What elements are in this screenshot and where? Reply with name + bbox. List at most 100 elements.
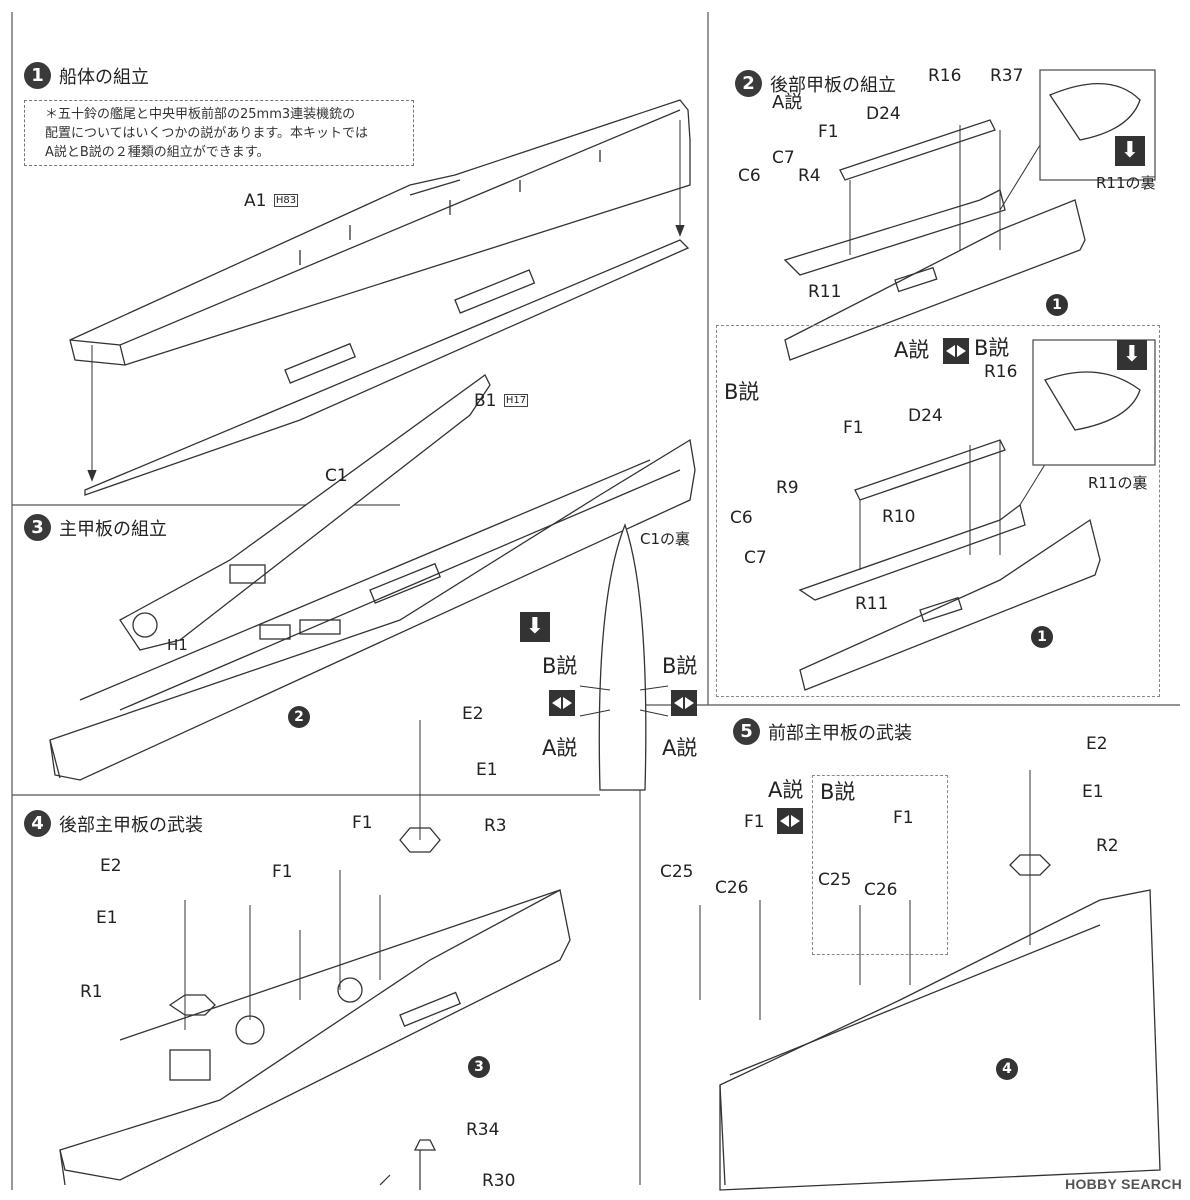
part-r9: R9 bbox=[776, 478, 799, 498]
part-a1-sub: H83 bbox=[273, 194, 299, 207]
note-line-3: A説とB説の２種類の組立ができます。 bbox=[45, 145, 270, 160]
part-f1-a: F1 bbox=[818, 122, 839, 142]
step2-header: 2 後部甲板の組立 bbox=[735, 70, 896, 97]
part-c7-a: C7 bbox=[772, 148, 795, 168]
hull-step2b bbox=[799, 518, 1101, 691]
part-d24-a: D24 bbox=[866, 104, 901, 124]
label-a1: A1 H83 bbox=[244, 191, 299, 211]
step5-header: 5 前部主甲板の武装 bbox=[733, 718, 912, 745]
step5-number: 5 bbox=[733, 718, 760, 745]
part-a1-sub-number: 83 bbox=[283, 195, 297, 206]
switch-b-label: B説 bbox=[974, 336, 1010, 360]
part-c1: C1 bbox=[325, 466, 348, 486]
switch-a-label: A説 bbox=[894, 338, 930, 362]
part-r10: R10 bbox=[882, 507, 916, 527]
variant-b-left: B説 bbox=[542, 654, 578, 678]
part-r16-a: R16 bbox=[928, 66, 962, 86]
part-a1-sub-letter: H bbox=[275, 195, 284, 206]
step3-ref-circle: 2 bbox=[288, 706, 310, 728]
step5-variant-a: A説 bbox=[768, 778, 804, 802]
ab-switch-icon bbox=[943, 338, 969, 364]
deck-step5 bbox=[719, 889, 1161, 1191]
watermark: HOBBY SEARCH bbox=[1065, 1176, 1182, 1192]
part-c7-b: C7 bbox=[744, 548, 767, 568]
step4-header: 4 後部主甲板の武装 bbox=[24, 810, 203, 837]
part-b1-sub: H17 bbox=[503, 394, 529, 407]
glue-icon-step2a: ⬇ bbox=[1115, 136, 1145, 166]
variant-b-box-step5 bbox=[812, 775, 948, 955]
part-r11-b: R11 bbox=[855, 594, 889, 614]
part-b1-sub-number: 17 bbox=[513, 395, 527, 406]
ring-r1 bbox=[168, 994, 216, 1016]
hull-a1 bbox=[69, 99, 691, 366]
part-r3: R3 bbox=[484, 816, 507, 836]
variant-a-left: A説 bbox=[542, 736, 578, 760]
part-h1: H1 bbox=[167, 636, 188, 654]
part-c25-step5-b: C25 bbox=[818, 870, 852, 890]
part-e1-step5: E1 bbox=[1082, 782, 1104, 802]
c1-underside bbox=[598, 523, 647, 791]
ab-switch-icon-step5 bbox=[777, 808, 803, 834]
part-r1: R1 bbox=[80, 982, 103, 1002]
switch-icon-right bbox=[671, 690, 697, 716]
glue-icon: ⬇ bbox=[520, 612, 550, 642]
note-line-1: ＊五十鈴の艦尾と中央甲板前部の25mm3連装機銃の bbox=[45, 107, 356, 122]
part-f1-b: F1 bbox=[843, 418, 864, 438]
part-e2-top: E2 bbox=[462, 704, 484, 724]
part-r4: R4 bbox=[798, 166, 821, 186]
variant-note: ＊五十鈴の艦尾と中央甲板前部の25mm3連装機銃の 配置についてはいくつかの説が… bbox=[24, 100, 414, 166]
step4-title: 後部主甲板の武装 bbox=[59, 814, 203, 836]
part-r11-a: R11 bbox=[808, 282, 842, 302]
part-r37: R37 bbox=[990, 66, 1024, 86]
hull-step3 bbox=[49, 438, 696, 781]
glue-icon-step2b: ⬇ bbox=[1117, 340, 1147, 370]
step3-header: 3 主甲板の組立 bbox=[24, 514, 167, 541]
note-line-2: 配置についてはいくつかの説があります。本キットでは bbox=[45, 126, 369, 141]
switch-icon-left bbox=[549, 690, 575, 716]
part-d24-b: D24 bbox=[908, 406, 943, 426]
r11-back-label-b: R11の裏 bbox=[1088, 474, 1148, 492]
variant-a-right: A説 bbox=[662, 736, 698, 760]
part-e2-step4: E2 bbox=[100, 856, 122, 876]
part-a1: A1 bbox=[244, 191, 267, 211]
part-c25-step5-a: C25 bbox=[660, 862, 694, 882]
variant-b-box-step2 bbox=[716, 325, 1160, 697]
part-c6-b: C6 bbox=[730, 508, 753, 528]
part-c26-step5-a: C26 bbox=[715, 878, 749, 898]
step1-number: 1 bbox=[24, 62, 51, 89]
step2-title: 後部甲板の組立 bbox=[770, 74, 896, 96]
part-f1-step5-b: F1 bbox=[893, 808, 914, 828]
step2b-variant: B説 bbox=[724, 380, 760, 404]
step2a-ref-circle: 1 bbox=[1046, 294, 1068, 316]
part-r2: R2 bbox=[1096, 836, 1119, 856]
part-r16-b: R16 bbox=[984, 362, 1018, 382]
part-e1-step4: E1 bbox=[96, 908, 118, 928]
step5-ref-circle: 4 bbox=[996, 1058, 1018, 1080]
step1-header: 1 船体の組立 bbox=[24, 62, 149, 89]
part-c26-step5-b: C26 bbox=[864, 880, 898, 900]
part-f1-step4-a: F1 bbox=[352, 813, 373, 833]
part-f1-step5-a: F1 bbox=[744, 812, 765, 832]
step4-ref-circle: 3 bbox=[468, 1056, 490, 1078]
part-r34: R34 bbox=[466, 1120, 500, 1140]
part-e2-step5: E2 bbox=[1086, 734, 1108, 754]
ring-r3 bbox=[399, 827, 441, 853]
c1-back-label: C1の裏 bbox=[640, 530, 691, 548]
step3-number: 3 bbox=[24, 514, 51, 541]
variant-b-right: B説 bbox=[662, 654, 698, 678]
deck-step4 bbox=[59, 889, 571, 1181]
step4-number: 4 bbox=[24, 810, 51, 837]
part-c6-a: C6 bbox=[738, 166, 761, 186]
step1-title: 船体の組立 bbox=[59, 66, 149, 88]
step2-number: 2 bbox=[735, 70, 762, 97]
r11-back-label-a: R11の裏 bbox=[1096, 174, 1156, 192]
label-b1: B1 H17 bbox=[474, 393, 529, 410]
step5-title: 前部主甲板の武装 bbox=[768, 722, 912, 744]
step2b-ref-circle: 1 bbox=[1031, 626, 1053, 648]
main-deck-c1 bbox=[119, 374, 491, 651]
part-b1-sub-letter: H bbox=[505, 395, 514, 406]
part-f1-step4-b: F1 bbox=[272, 862, 293, 882]
step5-variant-b: B説 bbox=[820, 780, 856, 804]
part-r30: R30 bbox=[482, 1171, 516, 1191]
